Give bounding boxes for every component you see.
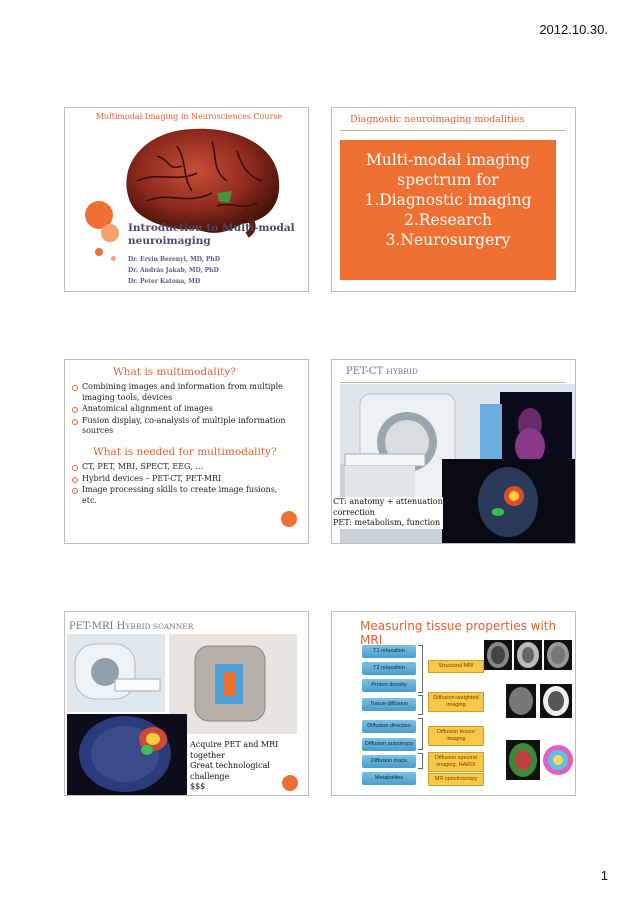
slide-5-title: PET-MRI HYBRID SCANNER [69,621,193,632]
list-item: Anatomical alignment of images [71,404,286,415]
decor-circle [282,775,298,791]
heading-needed: What is needed for multimodality? [93,446,277,458]
box-line: 3.Neurosurgery [385,231,511,249]
list-item: Hybrid devices – PET-CT, PET-MRI [71,474,286,485]
caption-line: CT: anatomy + attenuation [333,497,443,506]
pet-ct-caption: CT: anatomy + attenuation correction PET… [333,497,443,529]
slide-2-title: Diagnostic neuroimaging modalities [350,114,525,125]
author: Dr. Ervin Berenyi, MD, PhD [128,256,221,263]
box-line: spectrum for [397,171,499,189]
title-divider [340,382,566,383]
mri-property-item: Proton density [362,679,416,692]
brain-image [126,128,280,238]
slide-4: PET-CT HYBRID CT: anatomy + attenuation … [331,359,576,544]
decor-circle-medium [101,224,119,242]
mri-property-item: T2 relaxation [362,662,416,675]
caption-line: together [190,750,225,760]
bracket [418,695,423,715]
mri-technique-item: Diffusion-weighted imaging [428,692,484,712]
slide-1-main-title: Introduction to Multi-modal neuroimaging [128,222,295,247]
author: Dr. András Jakab, MD, PhD [128,267,219,274]
list-item: Fusion display, co-analysis of multiple … [71,416,286,437]
bracket [418,753,423,769]
bullets-needed: CT, PET, MRI, SPECT, EEG, … Hybrid devic… [71,462,286,507]
mri-technique-item: Structural MRI [428,660,484,673]
box-line: Multi-modal imaging [366,151,530,169]
slide-1-course-title: Multimodal Imaging in Neurosciences Cour… [95,112,283,121]
mri-property-item: Tissue diffusion [362,698,416,711]
list-item: CT, PET, MRI, SPECT, EEG, … [71,462,286,473]
caption-line: $$$ [190,782,206,791]
print-date: 2012.10.30. [539,22,608,37]
mri-property-item: Diffusion anisotropy [362,738,416,751]
title-main: PET-CT [346,366,384,377]
page-number: 1 [600,868,608,883]
list-item: Image processing skills to create image … [71,485,286,506]
caption-line: Great technological challenge [190,761,270,781]
author: Dr. Peter Katona, MD [128,278,201,285]
mri-property-item: Diffusion direction [362,720,416,733]
slide-1-authors: Dr. Ervin Berenyi, MD, PhD Dr. András Ja… [128,254,220,287]
title-divider [340,130,566,131]
slide-4-title: PET-CT HYBRID [346,366,418,377]
modalities-box: Multi-modal imaging spectrum for 1.Diagn… [340,140,556,280]
mri-property-item: T1 relaxation [362,645,416,658]
box-line: 2.Research [403,211,493,229]
caption-line: Acquire PET and MRI [190,740,279,749]
mri-technique-item: MR spectroscopy [428,773,484,786]
bracket [418,645,423,693]
slide-6: Measuring tissue properties with MRI T1 … [331,611,576,796]
slide-3: What is multimodality? Combining images … [64,359,309,544]
title-small: HYBRID [386,367,418,376]
bracket [418,718,423,750]
list-item: Combining images and information from mu… [71,382,286,403]
pet-mri-caption: Acquire PET and MRI together Great techn… [190,740,308,793]
slide-5: PET-MRI HYBRID SCANNER Acquire PET and M… [64,611,309,796]
bullets-multimodality: Combining images and information from mu… [71,382,286,438]
decor-circle-small [95,248,103,256]
mri-property-item: Metabolites [362,772,416,785]
decor-circle [281,511,297,527]
slide-6-title: Measuring tissue properties with MRI [360,619,557,647]
pet-mri-images [67,634,297,795]
pet-ct-scanner-image [340,384,575,543]
title-small: YBRID SCANNER [125,622,194,631]
decor-circle-tiny [111,256,116,261]
caption-line: correction [333,507,375,517]
mri-technique-item: Diffusion tensor imaging [428,726,484,746]
heading-multimodality: What is multimodality? [113,366,236,378]
slide-1: Multimodal Imaging in Neurosciences Cour… [64,107,309,292]
mri-technique-item: Diffusion spectral imaging, HARDI [428,752,484,772]
title-main: PET-MRI H [69,621,126,632]
mri-property-item: Diffusion maps [362,755,416,768]
box-line: 1.Diagnostic imaging [364,191,532,209]
caption-line: PET: metabolism, function [333,518,441,527]
slide-2: Diagnostic neuroimaging modalities Multi… [331,107,576,292]
mri-scan-thumbnails [484,640,573,780]
